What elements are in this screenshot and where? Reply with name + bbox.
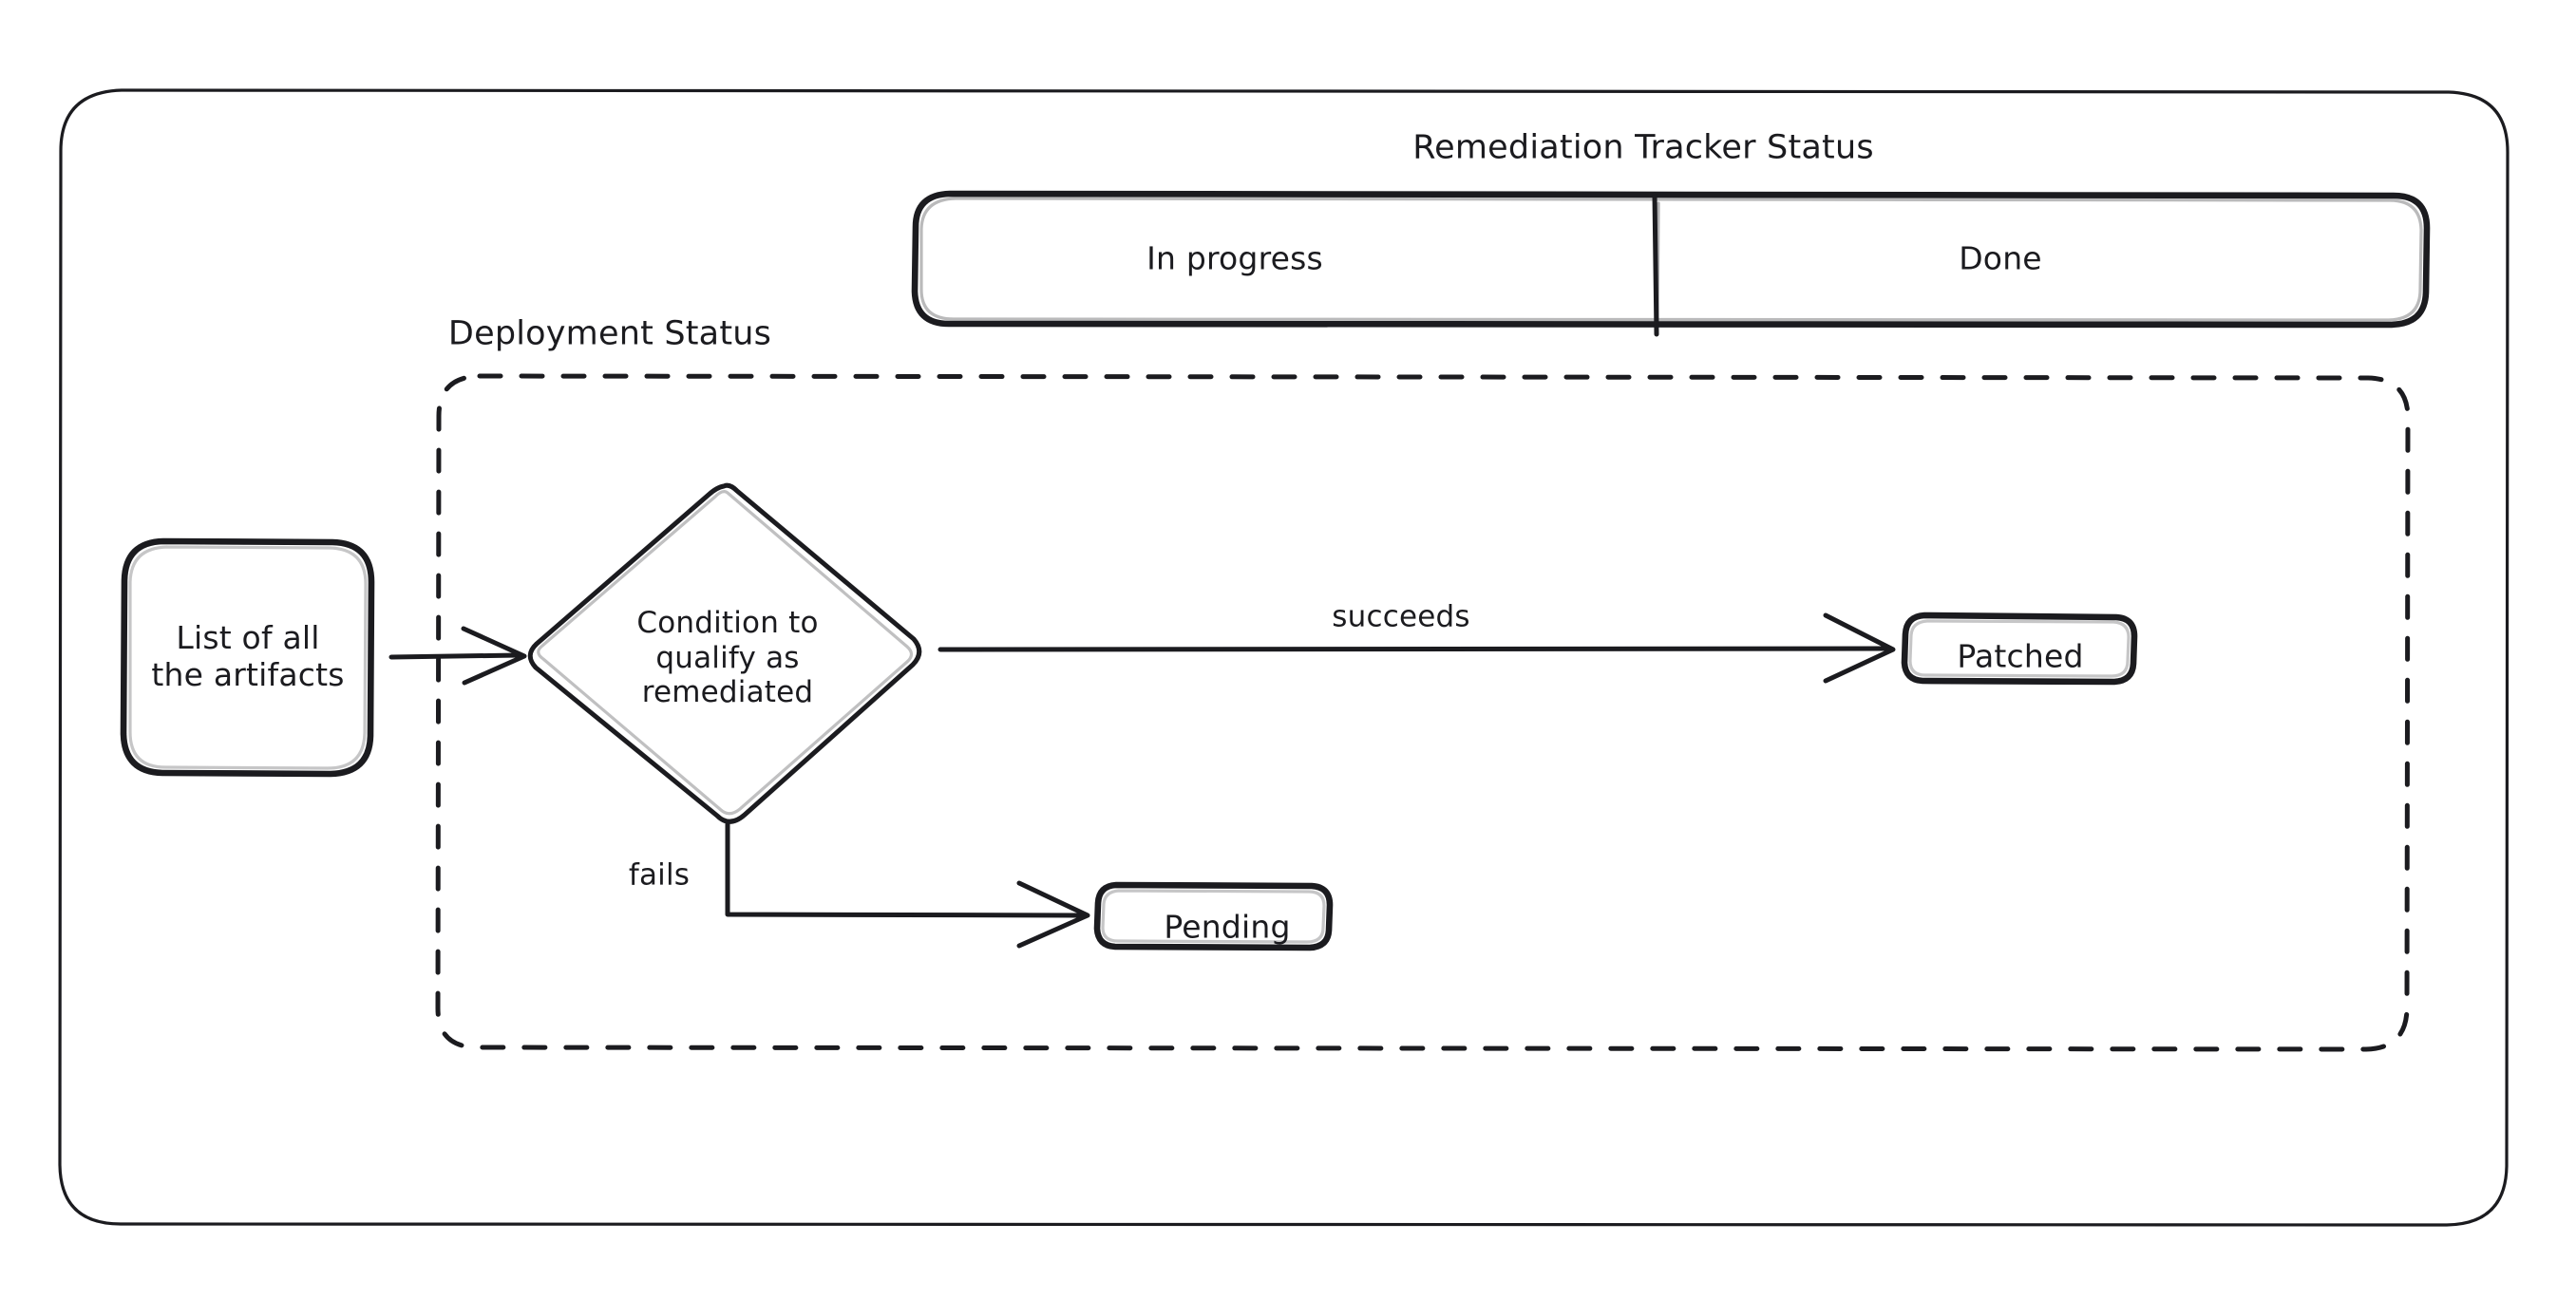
tracker-divider (1652, 192, 1659, 337)
node-artifacts-shape[interactable] (120, 537, 375, 778)
node-condition-shape[interactable] (527, 482, 922, 824)
edge-artifacts-to-condition (388, 626, 527, 686)
deployment-status-container (435, 373, 2411, 1052)
remediation-tracker-bar[interactable] (911, 190, 2431, 337)
outer-frame (58, 88, 2510, 1227)
edge-condition-to-patched (938, 612, 1896, 684)
edge-condition-to-pending (725, 821, 1090, 949)
node-patched-shape[interactable] (1901, 612, 2138, 686)
node-pending-shape[interactable] (1093, 881, 1334, 951)
